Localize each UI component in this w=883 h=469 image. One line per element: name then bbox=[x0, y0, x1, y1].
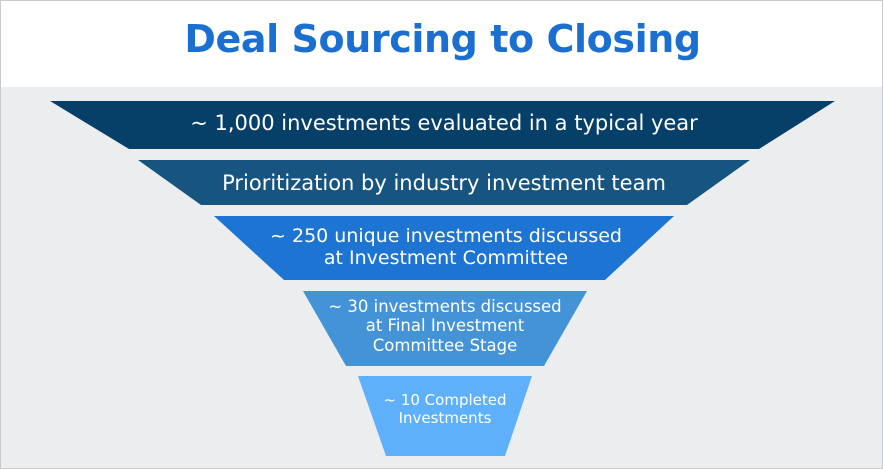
funnel-stage-5-shape bbox=[358, 376, 532, 456]
funnel-stage-2-shape bbox=[138, 160, 750, 205]
header-band bbox=[1, 1, 882, 87]
funnel-stage-1-shape bbox=[50, 101, 835, 149]
funnel-diagram bbox=[1, 87, 882, 468]
funnel-stage-3-shape bbox=[214, 216, 674, 280]
funnel-stage-4-shape bbox=[303, 291, 587, 366]
page-title: Deal Sourcing to Closing bbox=[184, 17, 701, 61]
